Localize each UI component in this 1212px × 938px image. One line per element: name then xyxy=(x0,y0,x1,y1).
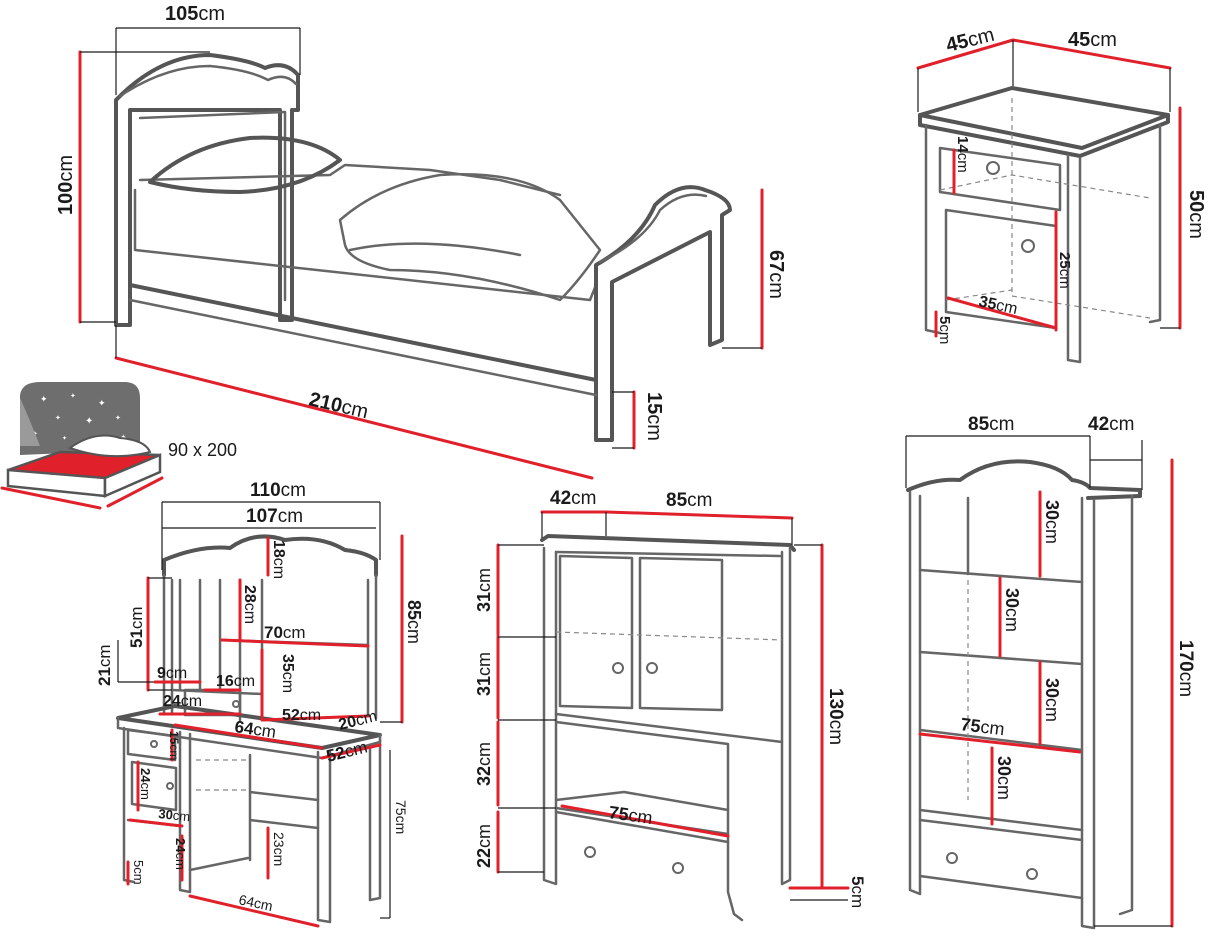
nightstand-drawer-label: 14cm xyxy=(954,136,971,173)
desk-top-64-label: 64cm xyxy=(233,717,277,742)
svg-text:✦: ✦ xyxy=(62,435,67,442)
desk-drawing xyxy=(116,501,404,928)
desk-base-64-label: 64cm xyxy=(237,891,274,914)
wardrobe-drawer-label: 22cm xyxy=(474,824,494,868)
svg-text:✦: ✦ xyxy=(115,414,121,422)
nightstand-height-label: 50cm xyxy=(1185,190,1207,239)
wardrobe-depth-label: 42cm xyxy=(550,488,596,509)
desk-leg-24-label: 24cm xyxy=(173,838,188,870)
wardrobe-width-label: 85cm xyxy=(666,490,712,511)
desk-top-width-label: 107cm xyxy=(246,506,303,527)
nightstand-leg-label: 5cm xyxy=(936,316,953,344)
desk-outer-width-label: 110cm xyxy=(250,480,306,501)
wardrobe-height-label: 130cm xyxy=(825,688,846,745)
nightstand-cabinet-label: 25cm xyxy=(1056,252,1073,289)
bookcase-depth-label: 42cm xyxy=(1088,414,1134,435)
mattress-size-label: 90 x 200 xyxy=(168,440,237,460)
bookcase-shelf-4-label: 30cm xyxy=(994,756,1014,800)
bookcase-shelf-3-label: 30cm xyxy=(1042,678,1062,722)
desk-crest-label: 18cm xyxy=(270,540,287,579)
desk-drawer-15-label: 15cm xyxy=(167,731,181,760)
bed-foot-height-label: 67cm xyxy=(765,250,787,299)
bookcase-drawing xyxy=(905,435,1174,930)
wardrobe-leg-label: 5cm xyxy=(848,876,867,908)
nightstand-drawing xyxy=(916,38,1182,364)
desk-top-depth-label: 52cm xyxy=(324,737,369,765)
bed-width-label: 105cm xyxy=(165,3,225,25)
nightstand-width-label: 45cm xyxy=(1068,29,1117,51)
desk-total-height-label: 85cm xyxy=(404,600,424,644)
bed-head-height-label: 100cm xyxy=(55,155,77,215)
svg-text:✦: ✦ xyxy=(55,414,61,422)
wardrobe-sec-top-label: 31cm xyxy=(474,568,494,612)
desk-niche-9-label: 9cm xyxy=(157,665,187,682)
svg-text:✦: ✦ xyxy=(85,416,93,427)
nightstand-inner-label: 35cm xyxy=(977,293,1019,318)
svg-text:✦: ✦ xyxy=(70,392,76,400)
wardrobe-sec-open-label: 32cm xyxy=(474,742,494,786)
bed-length-label: 210cm xyxy=(307,388,370,423)
desk-left-51-label: 51cm xyxy=(127,606,146,648)
bed-drawing xyxy=(78,27,764,480)
nightstand-depth-label: 45cm xyxy=(944,24,997,57)
mattress-icon: ✦✦✦ ✦✦✦ ✦✦✦ xyxy=(0,382,164,510)
desk-left-21-label: 21cm xyxy=(95,644,114,686)
desk-shelf-52-label: 52cm xyxy=(282,707,321,724)
bookcase-width-label: 85cm xyxy=(968,414,1014,435)
desk-cell-24-label: 24cm xyxy=(163,693,202,710)
desk-leg-5-label: 5cm xyxy=(131,860,146,885)
desk-niche-16-label: 16cm xyxy=(216,673,255,690)
bookcase-inner-label: 75cm xyxy=(960,714,1006,739)
desk-inner-30-label: 30cm xyxy=(158,806,191,824)
bed-clearance-label: 15cm xyxy=(643,392,665,441)
bookcase-shelf-2-label: 30cm xyxy=(1002,588,1022,632)
svg-text:✦: ✦ xyxy=(40,394,48,404)
desk-knee-23-label: 23cm xyxy=(271,832,287,866)
desk-cell-35-label: 35cm xyxy=(279,654,296,693)
wardrobe-inner-label: 75cm xyxy=(607,802,653,828)
bookcase-shelf-1-label: 30cm xyxy=(1042,500,1062,544)
wardrobe-sec-mid-label: 31cm xyxy=(474,652,494,696)
desk-height-75-label: 75cm xyxy=(393,800,409,834)
bookcase-height-label: 170cm xyxy=(1175,640,1196,697)
desk-upper-shelf-label: 28cm xyxy=(241,585,258,624)
desk-shelf-width-label: 70cm xyxy=(264,623,306,642)
desk-shelf-depth-20-label: 20cm xyxy=(337,708,379,734)
desk-door-24-label: 24cm xyxy=(138,768,153,800)
wardrobe-drawing xyxy=(496,510,850,922)
svg-text:✦: ✦ xyxy=(98,398,106,408)
